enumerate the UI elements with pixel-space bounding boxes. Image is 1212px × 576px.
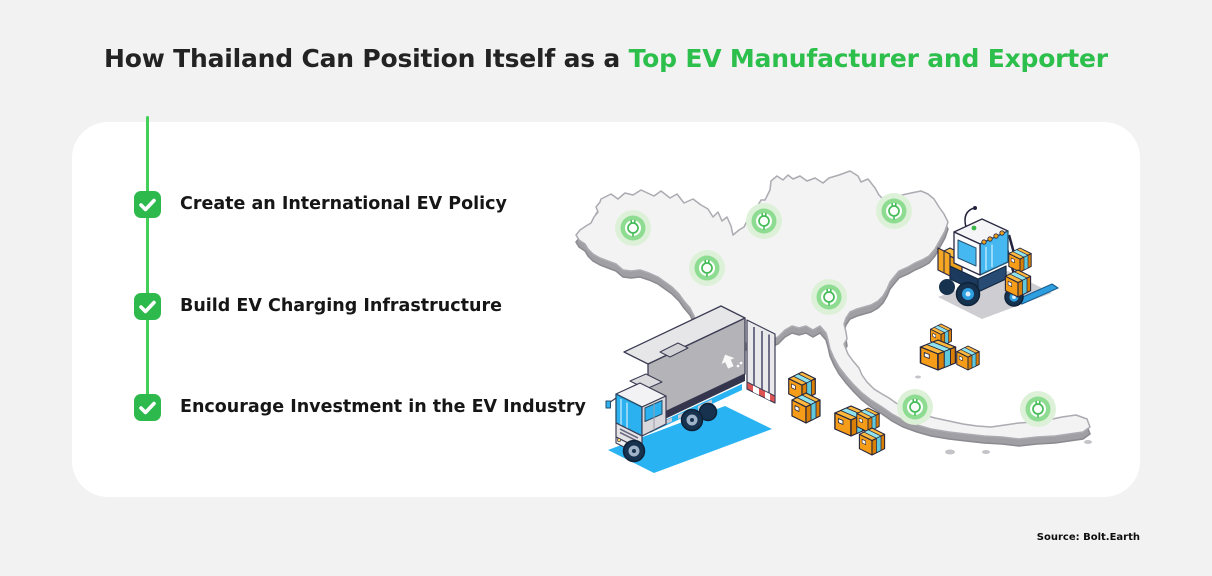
shipping-box bbox=[919, 339, 957, 371]
checkbox-icon bbox=[134, 293, 161, 320]
small-islands bbox=[915, 375, 1092, 455]
forklift-antenna bbox=[964, 207, 975, 228]
truck-chassis bbox=[648, 374, 745, 427]
title-text: How Thailand Can Position Itself as a bbox=[104, 44, 629, 73]
source-credit: Source: Bolt.Earth bbox=[1036, 532, 1140, 543]
forklift-roof-light bbox=[971, 225, 977, 231]
checklist-connector-line bbox=[146, 116, 149, 408]
forklift-cargo-box bbox=[1004, 269, 1032, 298]
truck-rear-door bbox=[746, 319, 776, 404]
ev-charging-pin bbox=[614, 209, 652, 247]
truck-container-top bbox=[623, 305, 746, 365]
ev-charging-pin bbox=[896, 388, 934, 426]
checkmark-icon bbox=[139, 300, 156, 314]
checkmark-icon bbox=[139, 198, 156, 212]
truck-roof-hatch bbox=[659, 342, 689, 358]
ev-charging-pin bbox=[810, 278, 848, 316]
truck-side-skirt bbox=[650, 384, 742, 433]
forklift-side-window bbox=[957, 239, 977, 267]
checklist-item-label: Build EV Charging Infrastructure bbox=[180, 296, 502, 316]
ev-charging-pin bbox=[1019, 390, 1057, 428]
shipping-box bbox=[858, 427, 886, 456]
ev-charging-pin bbox=[745, 202, 783, 240]
checkmark-icon bbox=[139, 401, 156, 415]
shipping-box bbox=[791, 392, 821, 424]
forklift-wheels bbox=[955, 281, 1024, 307]
forklift bbox=[937, 206, 1059, 319]
ev-charging-pin bbox=[688, 249, 726, 287]
checkbox-icon bbox=[134, 191, 161, 218]
truck-shadow bbox=[608, 406, 772, 473]
shipping-box bbox=[856, 407, 880, 433]
truck-cab bbox=[605, 373, 667, 457]
shipping-box bbox=[956, 345, 980, 371]
page-title: How Thailand Can Position Itself as a To… bbox=[0, 44, 1212, 73]
checklist-item-label: Create an International EV Policy bbox=[180, 194, 507, 214]
ev-charging-pin bbox=[875, 192, 913, 230]
delivery-truck bbox=[605, 305, 776, 473]
truck-wheels bbox=[622, 402, 718, 463]
checklist-item-label: Encourage Investment in the EV Industry bbox=[180, 397, 586, 417]
checkbox-icon bbox=[134, 394, 161, 421]
thailand-map bbox=[575, 170, 1092, 455]
forklift-cargo-box bbox=[1008, 247, 1032, 273]
truck-mirror bbox=[605, 400, 611, 409]
truck-arrow-decal bbox=[721, 354, 735, 369]
title-highlight: Top EV Manufacturer and Exporter bbox=[628, 44, 1109, 73]
